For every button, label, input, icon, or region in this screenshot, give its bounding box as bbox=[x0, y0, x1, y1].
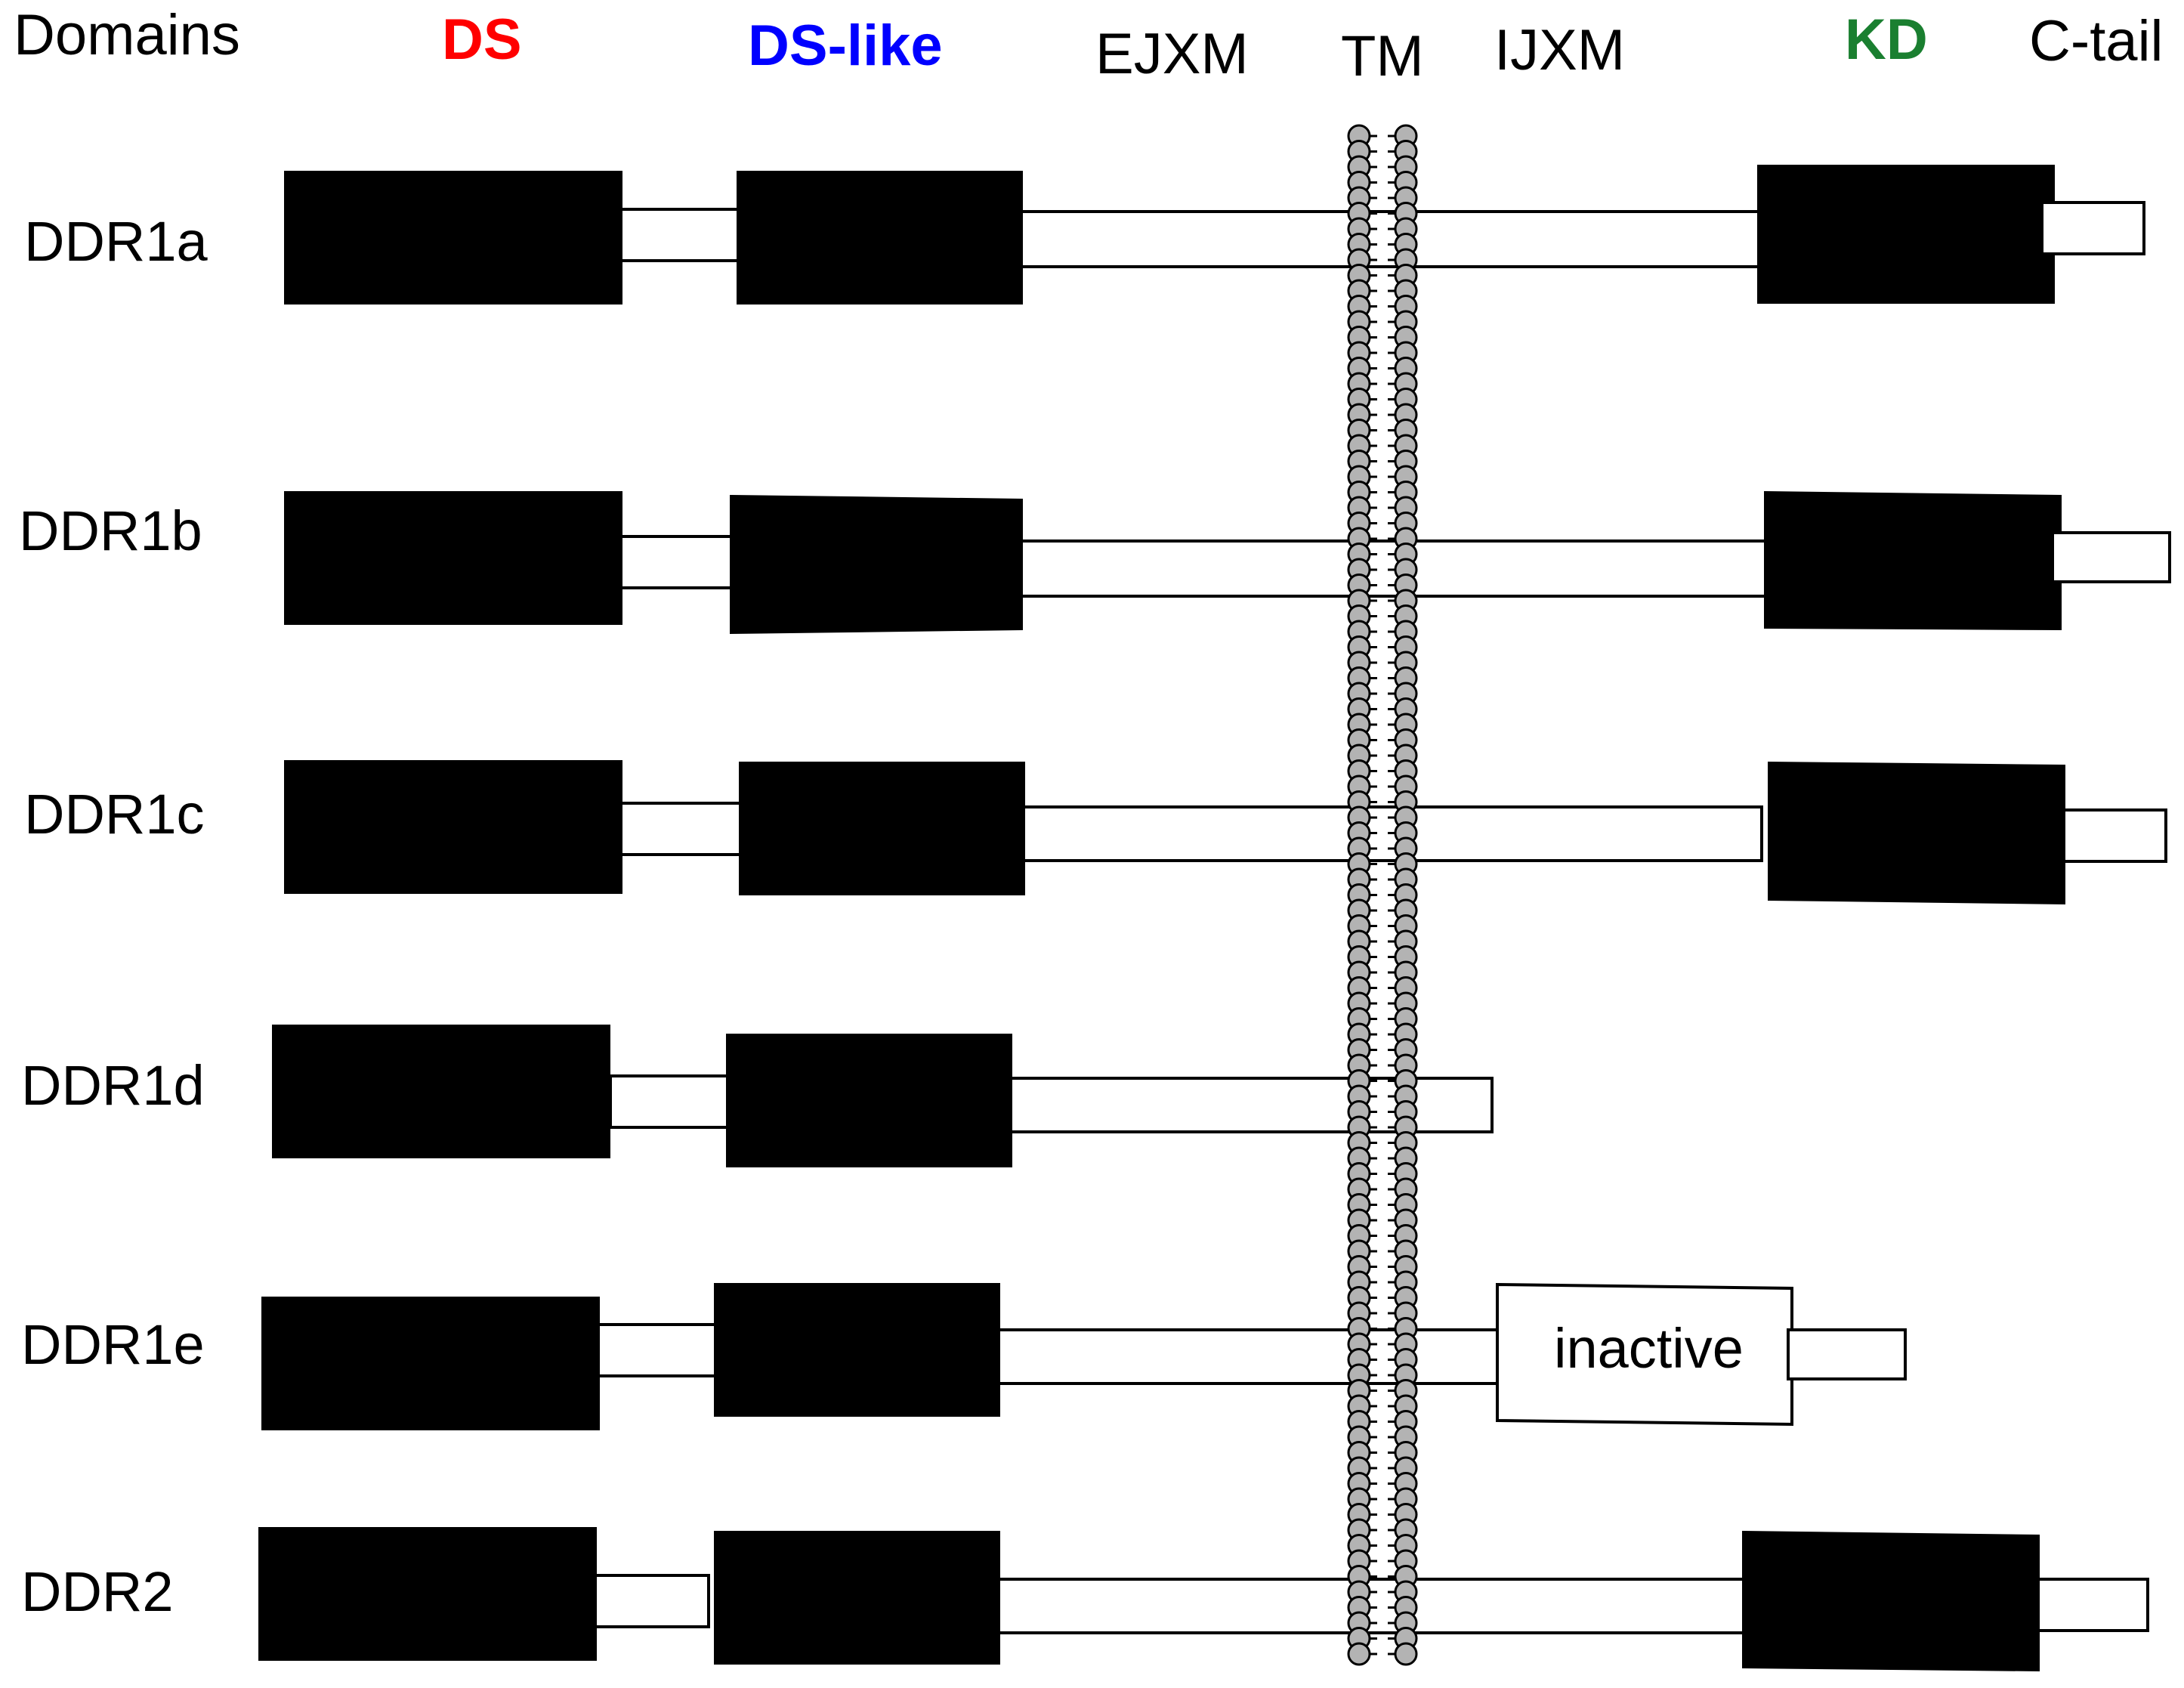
isoform-row-ddr1d: DDR1d bbox=[21, 1025, 1494, 1167]
header-ijxm: IJXM bbox=[1494, 18, 1625, 82]
isoform-label: DDR2 bbox=[21, 1560, 173, 1623]
ds-like-domain bbox=[739, 762, 1025, 895]
column-headers: Domains DS DS-like EJXM TM IJXM KD C-tai… bbox=[14, 3, 2163, 88]
lipid-head bbox=[1394, 1642, 1418, 1666]
ds-linker bbox=[594, 1574, 710, 1628]
isoform-row-ddr1a: DDR1a bbox=[24, 165, 2145, 305]
juxtamembrane-region bbox=[1018, 210, 1760, 268]
isoform-row-ddr2: DDR2 bbox=[21, 1527, 2149, 1672]
isoform-label: DDR1a bbox=[24, 210, 208, 273]
kinase-domain bbox=[1757, 165, 2055, 304]
c-tail bbox=[1787, 1328, 1907, 1380]
ds-domain bbox=[284, 760, 622, 894]
ds-linker bbox=[619, 535, 740, 589]
c-tail bbox=[2051, 531, 2171, 583]
juxtamembrane-region bbox=[997, 1328, 1499, 1385]
ds-like-domain bbox=[714, 1531, 1000, 1665]
header-ds-like: DS-like bbox=[748, 14, 943, 78]
ds-linker bbox=[619, 208, 740, 262]
isoform-rows: DDR1a DDR1b DDR1c bbox=[19, 165, 2171, 1672]
isoform-row-ddr1c: DDR1c bbox=[24, 760, 2167, 905]
ds-linker bbox=[609, 1074, 729, 1129]
ds-like-domain bbox=[714, 1283, 1000, 1417]
isoform-row-ddr1e: DDR1e inactive bbox=[21, 1282, 1907, 1430]
ds-domain bbox=[261, 1297, 600, 1430]
inactive-kinase-domain bbox=[1496, 1282, 1793, 1427]
ds-linker bbox=[597, 1323, 717, 1377]
c-tail bbox=[2062, 808, 2167, 863]
header-domains: Domains bbox=[14, 3, 240, 67]
transmembrane-bilayer bbox=[1347, 124, 1418, 1666]
ds-like-domain bbox=[726, 1034, 1012, 1167]
kinase-domain bbox=[1768, 761, 2065, 905]
ds-like-domain bbox=[737, 171, 1023, 305]
header-tm: TM bbox=[1341, 24, 1424, 88]
header-ds: DS bbox=[442, 8, 522, 72]
ds-domain bbox=[284, 171, 622, 305]
ds-domain bbox=[272, 1025, 610, 1158]
header-c-tail: C-tail bbox=[2029, 9, 2163, 73]
juxtamembrane-region bbox=[997, 1578, 1778, 1634]
isoform-label: DDR1b bbox=[19, 499, 202, 562]
kinase-domain bbox=[1764, 490, 2062, 631]
kinase-domain bbox=[1742, 1530, 2040, 1672]
isoform-row-ddr1b: DDR1b bbox=[19, 490, 2171, 635]
isoform-label: DDR1d bbox=[21, 1054, 205, 1117]
ds-linker bbox=[619, 802, 743, 856]
header-ejxm: EJXM bbox=[1095, 22, 1249, 86]
isoform-label: DDR1c bbox=[24, 783, 204, 846]
ds-domain bbox=[284, 491, 622, 625]
isoform-label: DDR1e bbox=[21, 1313, 205, 1376]
ds-domain bbox=[258, 1527, 597, 1661]
c-tail bbox=[2040, 201, 2145, 255]
c-tail bbox=[2037, 1578, 2149, 1632]
juxtamembrane-region bbox=[1007, 1077, 1494, 1133]
header-kd: KD bbox=[1845, 8, 1928, 72]
inactive-kinase-label: inactive bbox=[1554, 1317, 1744, 1380]
lipid-head bbox=[1347, 1642, 1371, 1666]
ds-like-domain bbox=[730, 494, 1023, 635]
